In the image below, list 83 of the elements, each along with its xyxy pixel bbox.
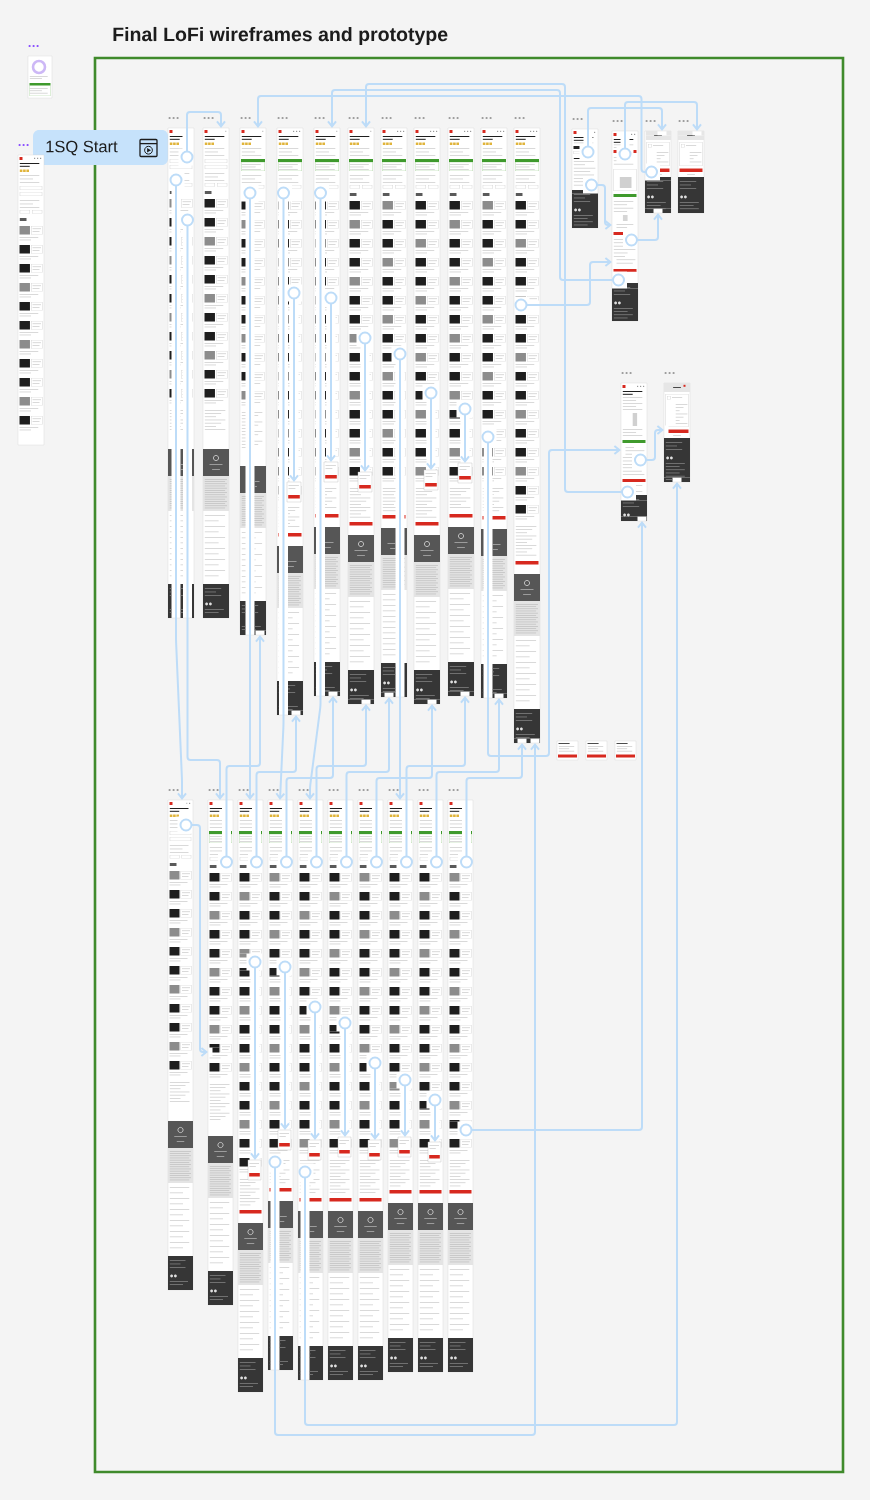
wireframe-screen bbox=[413, 127, 441, 705]
wireframe-screen bbox=[27, 55, 53, 99]
flow-arrow bbox=[587, 107, 667, 148]
flow-arrow bbox=[304, 482, 682, 1426]
wireframe-screen bbox=[387, 799, 414, 1373]
flow-arrow bbox=[525, 257, 612, 306]
flow-arrow bbox=[465, 743, 527, 858]
flow-arrow bbox=[435, 698, 504, 858]
wireframe-screen bbox=[327, 799, 354, 1381]
wireframe-screen bbox=[297, 799, 324, 1381]
flow-arrow bbox=[315, 704, 371, 858]
wireframe-screen bbox=[167, 799, 194, 1291]
flow-arrow bbox=[175, 184, 187, 800]
flow-arrow bbox=[340, 1027, 350, 1137]
flow-arrow bbox=[275, 197, 286, 800]
flow-arrow bbox=[305, 197, 322, 800]
wireframe-screen bbox=[17, 154, 45, 446]
section-box bbox=[286, 481, 302, 503]
flow-arrow bbox=[345, 697, 394, 858]
flow-arrow bbox=[253, 95, 647, 173]
flow-arrow bbox=[360, 342, 370, 472]
wireframe-screen bbox=[644, 130, 672, 214]
wireframe-screen bbox=[357, 799, 384, 1381]
flow-arrow bbox=[190, 824, 208, 1057]
wireframe-screen bbox=[663, 382, 691, 483]
flow-arrow bbox=[470, 521, 647, 1131]
flow-arrow bbox=[225, 635, 265, 858]
flow-arrow bbox=[624, 101, 702, 150]
flow-arrow bbox=[430, 1104, 440, 1142]
section-box bbox=[367, 1139, 382, 1161]
wireframe-screen bbox=[614, 740, 637, 761]
flow-arrow bbox=[310, 1011, 320, 1140]
wireframe-screen bbox=[480, 127, 508, 699]
wireframe-screen bbox=[620, 382, 648, 522]
section-box bbox=[457, 462, 473, 484]
flow-arrow bbox=[274, 743, 540, 1436]
section-box bbox=[307, 1139, 322, 1161]
flow-arrow bbox=[255, 715, 301, 858]
frame-title: Final LoFi wireframes and prototype bbox=[113, 26, 448, 46]
flow-arrow bbox=[250, 966, 260, 1160]
section-box bbox=[357, 471, 373, 493]
wireframe-screen bbox=[347, 127, 375, 705]
section-box bbox=[247, 1159, 262, 1181]
flow-arrow bbox=[636, 213, 663, 241]
flow-arrow bbox=[361, 83, 623, 493]
flow-arrow bbox=[375, 704, 437, 858]
section-box bbox=[397, 1136, 412, 1158]
flow-arrow bbox=[326, 302, 336, 462]
flow-arrow bbox=[186, 111, 226, 153]
section-box bbox=[337, 1136, 352, 1158]
section-box bbox=[423, 469, 439, 491]
flow-arrow bbox=[289, 297, 299, 482]
wireframe-screen bbox=[447, 799, 474, 1373]
flow-arrow bbox=[596, 184, 612, 230]
flow-arrow bbox=[460, 413, 470, 463]
wireframe-screen bbox=[237, 799, 264, 1393]
wireframe-screen bbox=[239, 127, 267, 636]
flow-arrow bbox=[395, 358, 405, 800]
wireframe-screen bbox=[556, 740, 579, 761]
flow-arrow bbox=[370, 1067, 380, 1140]
section-box bbox=[427, 1141, 442, 1163]
wireframe-screen bbox=[417, 799, 444, 1373]
flow-arrow bbox=[400, 1084, 410, 1137]
wireframe-screen bbox=[202, 127, 230, 619]
start-tag: 1SQ Start bbox=[33, 130, 168, 165]
section-box bbox=[277, 1129, 292, 1151]
flow-arrow bbox=[285, 696, 338, 858]
wireframe-screen bbox=[677, 130, 705, 214]
wireframe-screen bbox=[585, 740, 608, 761]
wireframe-screen bbox=[611, 130, 639, 322]
wireframe-screen bbox=[513, 127, 541, 744]
flow-arrow bbox=[426, 397, 436, 470]
flow-arrow bbox=[245, 197, 255, 800]
flow-arrow bbox=[186, 224, 225, 800]
flow-arrow bbox=[405, 696, 470, 858]
flow-arrow bbox=[280, 971, 290, 1130]
wireframe-screen bbox=[207, 799, 234, 1306]
flow-arrow bbox=[645, 425, 664, 461]
flow-arrow bbox=[487, 441, 621, 757]
wireframe-screen bbox=[380, 127, 408, 698]
flow-arrow bbox=[327, 89, 614, 281]
section-box bbox=[323, 461, 339, 483]
wireframe-screen bbox=[447, 127, 475, 697]
